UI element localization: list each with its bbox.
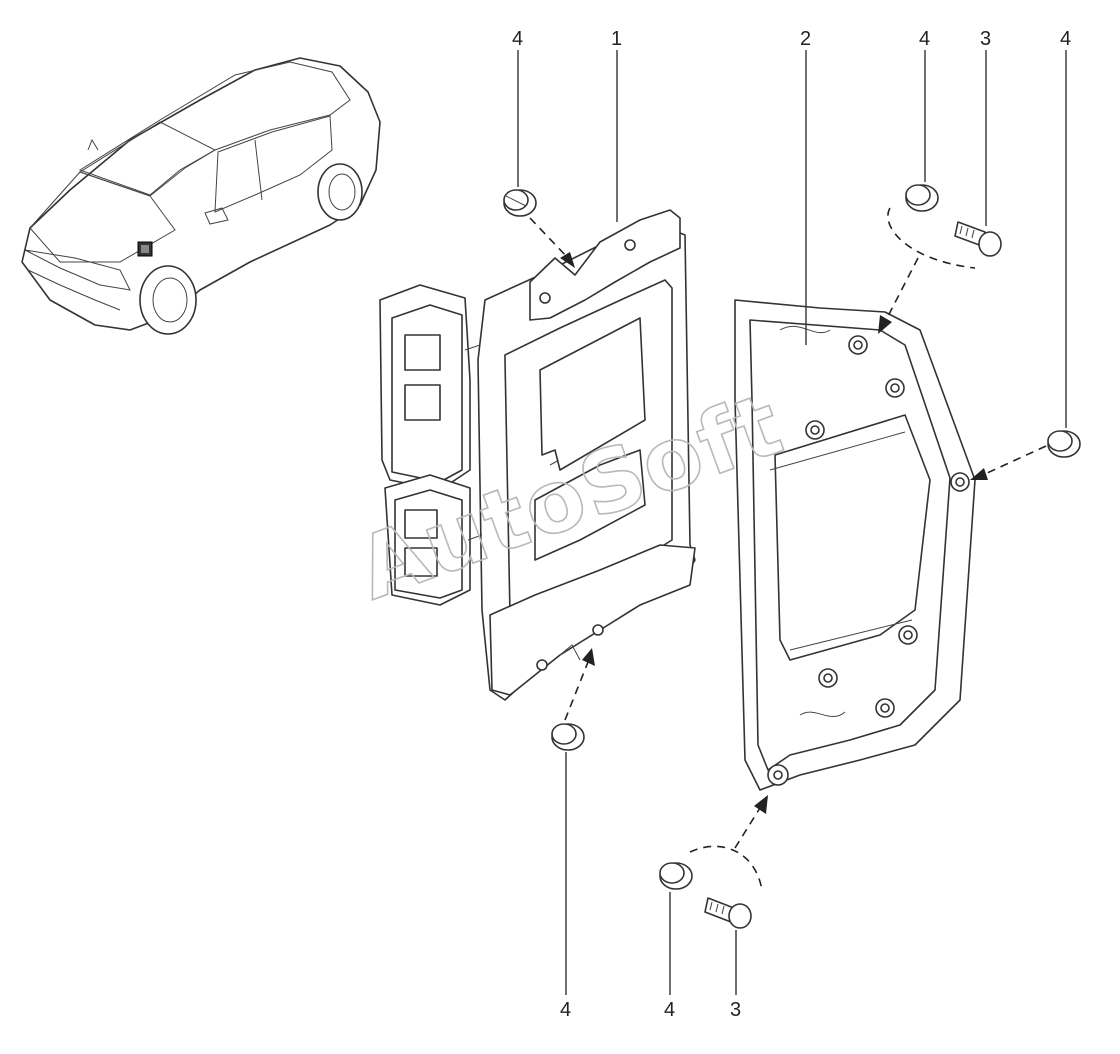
grommet-bottom [659,862,693,890]
car-locator-illustration [21,57,381,335]
callout-1: 1 [611,28,622,50]
callout-labels: 4 1 2 4 3 4 4 4 3 [512,28,1071,1021]
assembly-arrows [529,207,1047,891]
grommet-lower-left [551,723,585,751]
ecu-unit [379,209,696,701]
screw-bottom [704,897,752,929]
callout-4-top-left: 4 [512,28,523,50]
screw-top [954,221,1002,257]
callout-4-bottom: 4 [664,999,675,1021]
grommet-right [1047,430,1081,458]
mounting-bracket [734,299,976,791]
callout-2: 2 [800,28,811,50]
callout-3-top: 3 [980,28,991,50]
leader-lines [517,50,1067,995]
callout-3-bottom: 3 [730,999,741,1021]
callout-4-bottom-left: 4 [560,999,571,1021]
grommet-top-right [905,184,939,212]
callout-4-right: 4 [1060,28,1071,50]
grommet-top-left [503,189,537,217]
callout-4-top-right: 4 [919,28,930,50]
